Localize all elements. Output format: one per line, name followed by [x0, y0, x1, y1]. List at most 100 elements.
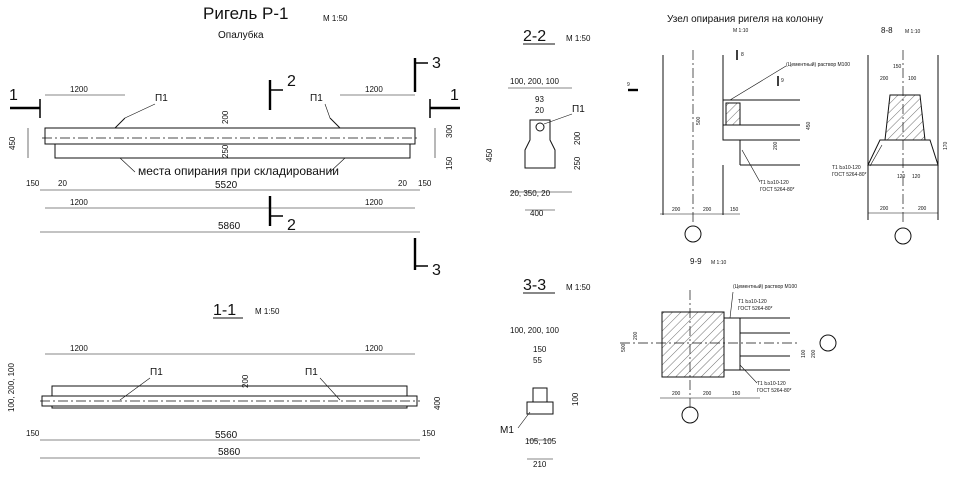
svg-text:200: 200 — [633, 331, 639, 340]
section-9-9-axis-marker-right — [819, 334, 837, 352]
svg-text:400: 400 — [433, 396, 442, 410]
svg-text:20, 350, 20: 20, 350, 20 — [510, 189, 551, 198]
lifting-loop-right — [329, 117, 341, 129]
svg-text:3: 3 — [432, 262, 441, 279]
section-8-8-mortar — [867, 139, 939, 166]
svg-text:150: 150 — [730, 207, 739, 213]
support-node-detail: Узел опирания ригеля на колонну М 1:10 8… — [627, 14, 850, 243]
section-1-1-title: 1-1 — [213, 302, 236, 319]
svg-text:200: 200 — [573, 131, 582, 145]
section-3-3-rib — [532, 387, 548, 403]
svg-text:93: 93 — [535, 95, 544, 104]
section-3-3-m1: М1 — [500, 425, 514, 436]
section-8-8-title: 8-8 — [881, 26, 893, 35]
svg-text:Т1 Ьэ10-120: Т1 Ьэ10-120 — [738, 299, 767, 305]
beam-web — [54, 143, 411, 159]
section-9-9-title: 9-9 — [690, 257, 702, 266]
svg-text:1: 1 — [9, 87, 18, 104]
svg-text:2: 2 — [287, 217, 296, 234]
main-elevation: Ригель Р-1 М 1:50 Опалубка П1 П1 места о… — [8, 4, 460, 279]
svg-text:100: 100 — [571, 392, 580, 406]
svg-text:200: 200 — [880, 76, 889, 82]
svg-text:200: 200 — [811, 349, 817, 358]
section-8-8-axis-marker — [894, 227, 912, 245]
section-9-9-mortar — [723, 317, 741, 371]
svg-text:ГОСТ 5264-80*: ГОСТ 5264-80* — [760, 187, 795, 193]
main-scale: М 1:50 — [323, 14, 348, 23]
section-3-3-scale: М 1:50 — [566, 283, 591, 292]
main-subtitle: Опалубка — [218, 29, 264, 41]
svg-text:200: 200 — [672, 391, 681, 397]
svg-text:9: 9 — [781, 78, 784, 84]
svg-text:20: 20 — [535, 106, 544, 115]
storage-note: места опирания при складировании — [138, 164, 339, 178]
svg-text:150: 150 — [893, 64, 902, 70]
svg-text:200: 200 — [773, 141, 779, 150]
section-9-9-scale: М 1:10 — [711, 260, 727, 266]
svg-text:(Цементный) раствор М100: (Цементный) раствор М100 — [733, 283, 797, 290]
svg-text:5860: 5860 — [218, 447, 241, 458]
dim-150-bottom-right: 150 — [418, 179, 432, 188]
svg-text:2: 2 — [287, 73, 296, 90]
section-2-2-shape — [524, 119, 556, 169]
svg-text:500: 500 — [696, 116, 702, 125]
svg-text:170: 170 — [943, 141, 949, 150]
dim-250-vertical: 250 — [221, 144, 230, 158]
svg-text:ГОСТ 5264-80*: ГОСТ 5264-80* — [832, 172, 867, 178]
section-9-9: 9-9 М 1:10 (Цементный) раствор М100 Т1 Ь… — [620, 257, 837, 424]
svg-text:105, 105: 105, 105 — [525, 437, 557, 446]
svg-text:100: 100 — [801, 349, 807, 358]
svg-text:150: 150 — [732, 391, 741, 397]
dim-1200-bottom-right: 1200 — [365, 198, 383, 207]
svg-text:150: 150 — [533, 345, 547, 354]
svg-text:ГОСТ 5264-80*: ГОСТ 5264-80* — [738, 306, 773, 312]
svg-text:200: 200 — [703, 391, 712, 397]
dim-300-right: 300 — [445, 124, 454, 138]
svg-text:1200: 1200 — [365, 344, 383, 353]
svg-text:100, 200, 100: 100, 200, 100 — [7, 363, 16, 412]
section-1-1-p1-left: П1 — [150, 367, 163, 378]
section-8-8: 8-8 М 1:10 Т1 Ьэ10-120 ГОСТ 5264-80* 150… — [832, 26, 949, 245]
section-8-8-beam — [884, 94, 926, 141]
svg-text:100, 200, 100: 100, 200, 100 — [510, 326, 559, 335]
dim-1200-top-right: 1200 — [365, 85, 383, 94]
section-2-2-title: 2-2 — [523, 28, 546, 45]
svg-text:250: 250 — [573, 156, 582, 170]
node-title: Узел опирания ригеля на колонну — [667, 14, 823, 25]
svg-text:9: 9 — [627, 82, 630, 88]
svg-text:210: 210 — [533, 460, 547, 469]
dim-150-bottom-left: 150 — [26, 179, 40, 188]
svg-text:200: 200 — [672, 207, 681, 213]
section-2-2-loop — [535, 122, 545, 132]
svg-text:8: 8 — [741, 52, 744, 58]
dim-1200-bottom-left: 1200 — [70, 198, 88, 207]
section-9-9-column — [661, 311, 725, 378]
svg-text:200: 200 — [880, 206, 889, 212]
dim-200-vertical: 200 — [221, 110, 230, 124]
svg-text:1: 1 — [450, 87, 459, 104]
svg-text:1200: 1200 — [70, 344, 88, 353]
section-3-3: 3-3 М 1:50 100, 200, 100 150 55 100 М1 1… — [500, 277, 591, 469]
svg-text:100, 200, 100: 100, 200, 100 — [510, 77, 559, 86]
section-1-1: 1-1 М 1:50 П1 П1 1200 1200 200 100, 200,… — [7, 302, 442, 459]
svg-text:55: 55 — [533, 356, 542, 365]
svg-text:120: 120 — [897, 174, 906, 180]
section-3-3-base — [526, 401, 554, 415]
svg-text:Т1 Ьэ10-120: Т1 Ьэ10-120 — [757, 381, 786, 387]
svg-text:(Цементный) раствор М100: (Цементный) раствор М100 — [786, 61, 850, 68]
svg-text:400: 400 — [530, 209, 544, 218]
svg-text:150: 150 — [26, 429, 40, 438]
svg-text:500: 500 — [621, 343, 627, 352]
node-axis-marker — [684, 225, 702, 243]
dim-150-right: 150 — [445, 156, 454, 170]
svg-text:5560: 5560 — [215, 430, 238, 441]
section-2-2-scale: М 1:50 — [566, 34, 591, 43]
node-scale: М 1:10 — [733, 28, 749, 34]
svg-text:Т1 Ьэ10-120: Т1 Ьэ10-120 — [760, 180, 789, 186]
svg-text:120: 120 — [912, 174, 921, 180]
svg-text:200: 200 — [703, 207, 712, 213]
mark-p1-left: П1 — [155, 93, 168, 104]
svg-text:200: 200 — [918, 206, 927, 212]
svg-text:ГОСТ 5264-80*: ГОСТ 5264-80* — [757, 388, 792, 394]
